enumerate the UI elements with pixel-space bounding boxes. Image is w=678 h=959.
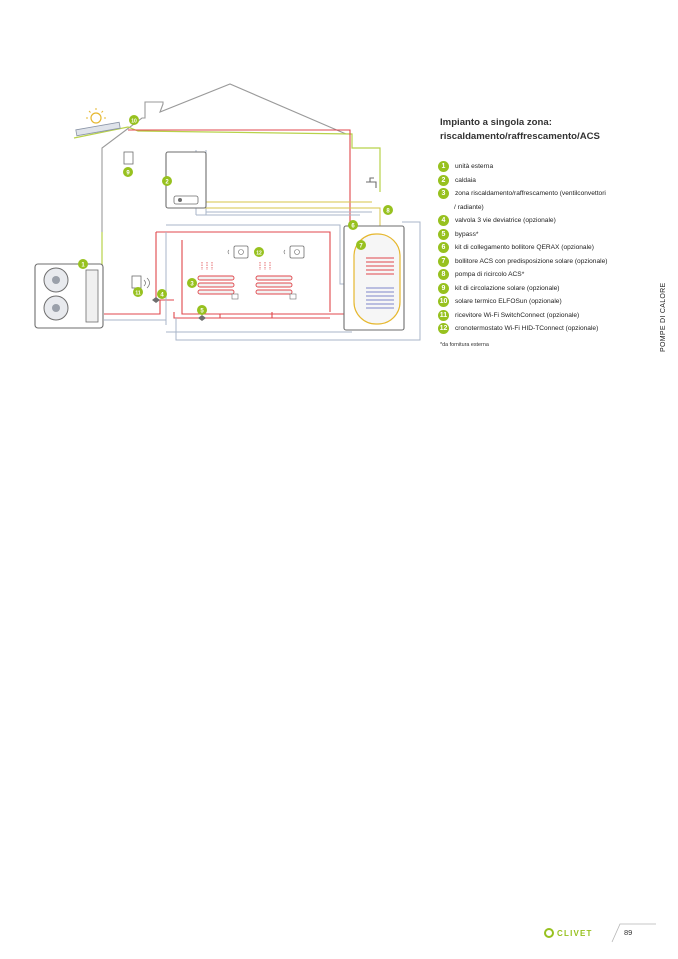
zone-emitter-2 [255, 262, 297, 300]
marker-10: 10 [129, 115, 139, 125]
marker-12: 12 [254, 247, 264, 257]
system-schematic: 1 2 3 4 5 6 7 8 9 10 11 12 [34, 83, 421, 341]
bypass-valve [198, 315, 206, 321]
svg-text:7: 7 [359, 244, 363, 250]
marker-7: 7 [356, 240, 366, 250]
solar-panel [75, 121, 121, 137]
marker-5: 5 [197, 305, 207, 315]
svg-text:8: 8 [386, 209, 390, 215]
legend-text: cronotermostato Wi-Fi HID-TConnect (opzi… [455, 325, 599, 332]
marker-4: 4 [157, 289, 167, 299]
legend-number-badge: 5 [438, 228, 449, 240]
legend-number-badge: 9 [438, 282, 449, 294]
hot-water-pipe [104, 129, 352, 319]
brand-name: CLIVET [557, 928, 593, 938]
legend-number-badge: 4 [438, 215, 449, 227]
legend-number-badge: 10 [438, 296, 449, 308]
legend-list: 1 unità esterna 2 caldaia 3 zona riscaldame… [438, 160, 607, 336]
boiler [165, 151, 207, 209]
legend-item: 3 zona riscaldamento/raffrescamento (vent… [438, 187, 607, 201]
chronothermostat-2 [289, 245, 305, 259]
svg-text:3: 3 [190, 282, 194, 288]
section-title-line-2: riscaldamento/raffrescamento/ACS [440, 131, 600, 142]
legend-item: 8 pompa di ricircolo ACS* [438, 268, 607, 282]
footer-rule [611, 923, 656, 943]
legend-number-badge: 3 [438, 188, 449, 200]
legend-item: 2 caldaia [438, 174, 607, 188]
svg-text:6: 6 [351, 224, 355, 230]
chronothermostat-1 [233, 245, 249, 259]
house-outline [101, 83, 347, 232]
zone-emitter-1 [197, 262, 239, 300]
svg-text:4: 4 [160, 293, 164, 299]
legend-item: 10 solare termico ELFOSun (opzionale) [438, 295, 607, 309]
legend-item: 6 kit di collegamento bollitore QERAX (op… [438, 241, 607, 255]
brand-logo-icon [544, 928, 554, 938]
svg-text:10: 10 [131, 119, 137, 125]
legend-text: bypass* [455, 230, 479, 238]
legend-number-badge: 7 [438, 255, 449, 267]
section-title-line-1: Impianto a singola zona: [440, 117, 552, 128]
wifi-receiver [131, 275, 142, 289]
marker-9: 9 [123, 167, 133, 177]
legend-item: 7 bollitore ACS con predisposizione solar… [438, 255, 607, 269]
legend-text: ricevitore Wi-Fi SwitchConnect (opzional… [455, 311, 580, 319]
legend-item: 5 bypass* [438, 228, 607, 242]
legend-number-badge: 8 [438, 269, 449, 281]
solar-controller [123, 151, 134, 165]
outdoor-unit [34, 263, 104, 329]
legend-item-continuation: / radiante) [438, 201, 607, 215]
dhw-tank [343, 225, 405, 331]
page-number: 89 [624, 928, 633, 937]
svg-text:9: 9 [126, 171, 130, 177]
side-section-label: POMPE DI CALORE [660, 282, 667, 352]
legend-item: 11 ricevitore Wi-Fi SwitchConnect (opzion… [438, 309, 607, 323]
svg-text:5: 5 [200, 309, 204, 315]
legend-text: solare termico ELFOSun (opzionale) [455, 298, 562, 305]
legend-number-badge: 11 [438, 309, 449, 321]
legend-item: 4 valvola 3 vie deviatrice (opzionale) [438, 214, 607, 228]
svg-text:11: 11 [135, 291, 141, 297]
brand-logo: CLIVET [544, 928, 593, 938]
legend-text: pompa di ricircolo ACS* [455, 271, 525, 278]
solar-pipe [196, 201, 381, 228]
legend-text: valvola 3 vie deviatrice (opzionale) [455, 217, 556, 224]
legend-item: 9 kit di circolazione solare (opzionale) [438, 282, 607, 296]
legend-text: zona riscaldamento/raffrescamento (venti… [455, 190, 606, 197]
page-footer: CLIVET 89 [540, 918, 660, 944]
legend-number-badge: 1 [438, 161, 449, 173]
marker-6: 6 [348, 220, 358, 230]
legend-text: caldaia [455, 176, 476, 184]
sun-icon [86, 108, 106, 124]
legend-text: bollitore ACS con predisposizione solare… [455, 257, 608, 265]
legend-item: 12 cronotermostato Wi-Fi HID-TConnect (op… [438, 322, 607, 336]
legend-text: / radiante) [454, 203, 484, 211]
marker-2: 2 [162, 176, 172, 186]
legend-number-badge: 6 [438, 242, 449, 254]
marker-3: 3 [187, 278, 197, 288]
svg-text:1: 1 [81, 263, 85, 269]
footnote: *da fornitura esterna [440, 342, 489, 348]
legend-text: kit di collegamento bollitore QERAX (opz… [455, 244, 594, 251]
section-title: Impianto a singola zona: riscaldamento/r… [440, 116, 600, 144]
legend-text: kit di circolazione solare (opzionale) [455, 284, 560, 292]
legend-number-badge: 12 [438, 323, 449, 335]
side-section-tab: POMPE DI CALORE [660, 272, 672, 352]
legend-item: 1 unità esterna [438, 160, 607, 174]
three-way-valve [152, 297, 160, 303]
legend-number-badge: 2 [438, 174, 449, 186]
svg-text:12: 12 [256, 251, 262, 257]
marker-1: 1 [78, 259, 88, 269]
legend-text: unità esterna [455, 163, 494, 170]
marker-11: 11 [133, 287, 143, 297]
svg-text:2: 2 [165, 180, 169, 186]
marker-8: 8 [383, 205, 393, 215]
wifi-signal-icon [143, 277, 150, 289]
dhw-tap [366, 177, 377, 188]
